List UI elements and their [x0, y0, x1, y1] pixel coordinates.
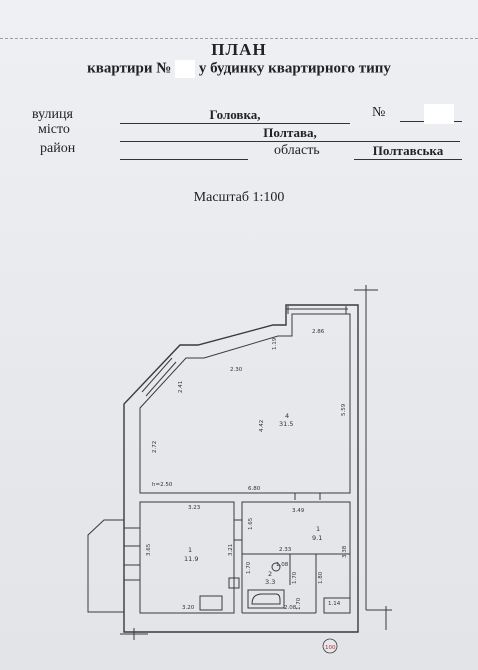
- dim-bedroom-bottom: 3.20: [182, 605, 195, 611]
- street-label: вулиця: [32, 107, 73, 122]
- subtitle-suffix: у будинку квартирного типу: [198, 60, 391, 77]
- number-label: №: [372, 105, 386, 120]
- dim-bay-top: 2.30: [230, 367, 243, 373]
- door-bedroom: [234, 519, 242, 541]
- dim-bath-top: 2.33: [279, 547, 292, 553]
- room-4-area: 31.5: [279, 420, 293, 428]
- city-label: місто: [38, 122, 70, 137]
- dim-bath-mid: 1.08: [276, 562, 289, 568]
- stove: [199, 595, 223, 611]
- stamp-number: 100: [325, 645, 336, 651]
- dim-bay-diag: 2.41: [178, 381, 184, 393]
- toilet: [271, 562, 281, 572]
- room-1-area: 11.9: [184, 555, 198, 563]
- top-window: [286, 306, 348, 314]
- region-value: Полтавська: [354, 143, 462, 160]
- dim-right-height: 5.59: [341, 403, 347, 416]
- room-kitchen-number: 1: [316, 525, 320, 533]
- kitchen-wall: [241, 501, 351, 555]
- sink: [228, 577, 240, 589]
- bay-window: [141, 357, 177, 397]
- district-label: район: [40, 141, 76, 156]
- dim-bath-inner: 1.70: [292, 571, 298, 584]
- bathtub-inner: [251, 593, 281, 605]
- bathtub: [247, 589, 285, 609]
- scale-note: Масштаб 1:100: [193, 190, 285, 205]
- redacted-apartment-number: [175, 60, 196, 78]
- city-value: Полтава,: [120, 125, 460, 142]
- dim-kitchen-top: 3.49: [292, 508, 305, 514]
- dim-closet: 1.80: [318, 571, 324, 584]
- redacted-house-number: [424, 104, 454, 124]
- dim-bedroom-right: 3.21: [228, 544, 234, 556]
- room-2-area: 3.3: [265, 578, 275, 586]
- left-wing-wall: [87, 519, 124, 613]
- dim-main-height: 4.42: [259, 420, 265, 432]
- dim-main-bottom: 6.80: [248, 486, 261, 492]
- room-2-number: 2: [268, 570, 272, 578]
- dim-bath-left: 1.70: [246, 561, 252, 574]
- dim-kitchen-right: 3.38: [342, 545, 348, 558]
- room-1-number: 1: [188, 546, 192, 554]
- dim-top-notch: 1.19: [272, 337, 278, 350]
- outer-wall: [123, 304, 359, 633]
- region-label: область: [274, 143, 320, 158]
- dim-bedroom-left: 3.65: [146, 543, 152, 556]
- dim-kitchen-left: 1.65: [248, 517, 254, 530]
- bedroom-wall: [139, 501, 235, 614]
- left-window: [124, 527, 140, 581]
- inner-wall-living: [139, 313, 351, 494]
- room-4-number: 4: [285, 412, 289, 420]
- street-value: Головка,: [120, 107, 350, 124]
- dim-bedroom-top: 3.23: [188, 505, 201, 511]
- room-kitchen-area: 9.1: [312, 534, 322, 542]
- dim-closet-bottom: 1.14: [328, 601, 341, 607]
- dim-top-right: 2.86: [312, 329, 325, 335]
- district-underline: [120, 159, 248, 160]
- dim-bath-small: 1.70: [296, 597, 302, 610]
- subtitle-prefix: квартири №: [87, 60, 172, 77]
- top-cut-line: [0, 38, 478, 39]
- height-note: h=2.50: [152, 482, 173, 488]
- door-living: [294, 493, 321, 500]
- stamp-circle: [322, 638, 338, 654]
- plan-subtitle: квартири № у будинку квартирного типу: [0, 60, 478, 78]
- dim-bath-width: 2.08: [284, 605, 297, 611]
- dim-left-wall: 2.72: [152, 441, 158, 453]
- plan-title: ПЛАН: [211, 40, 267, 59]
